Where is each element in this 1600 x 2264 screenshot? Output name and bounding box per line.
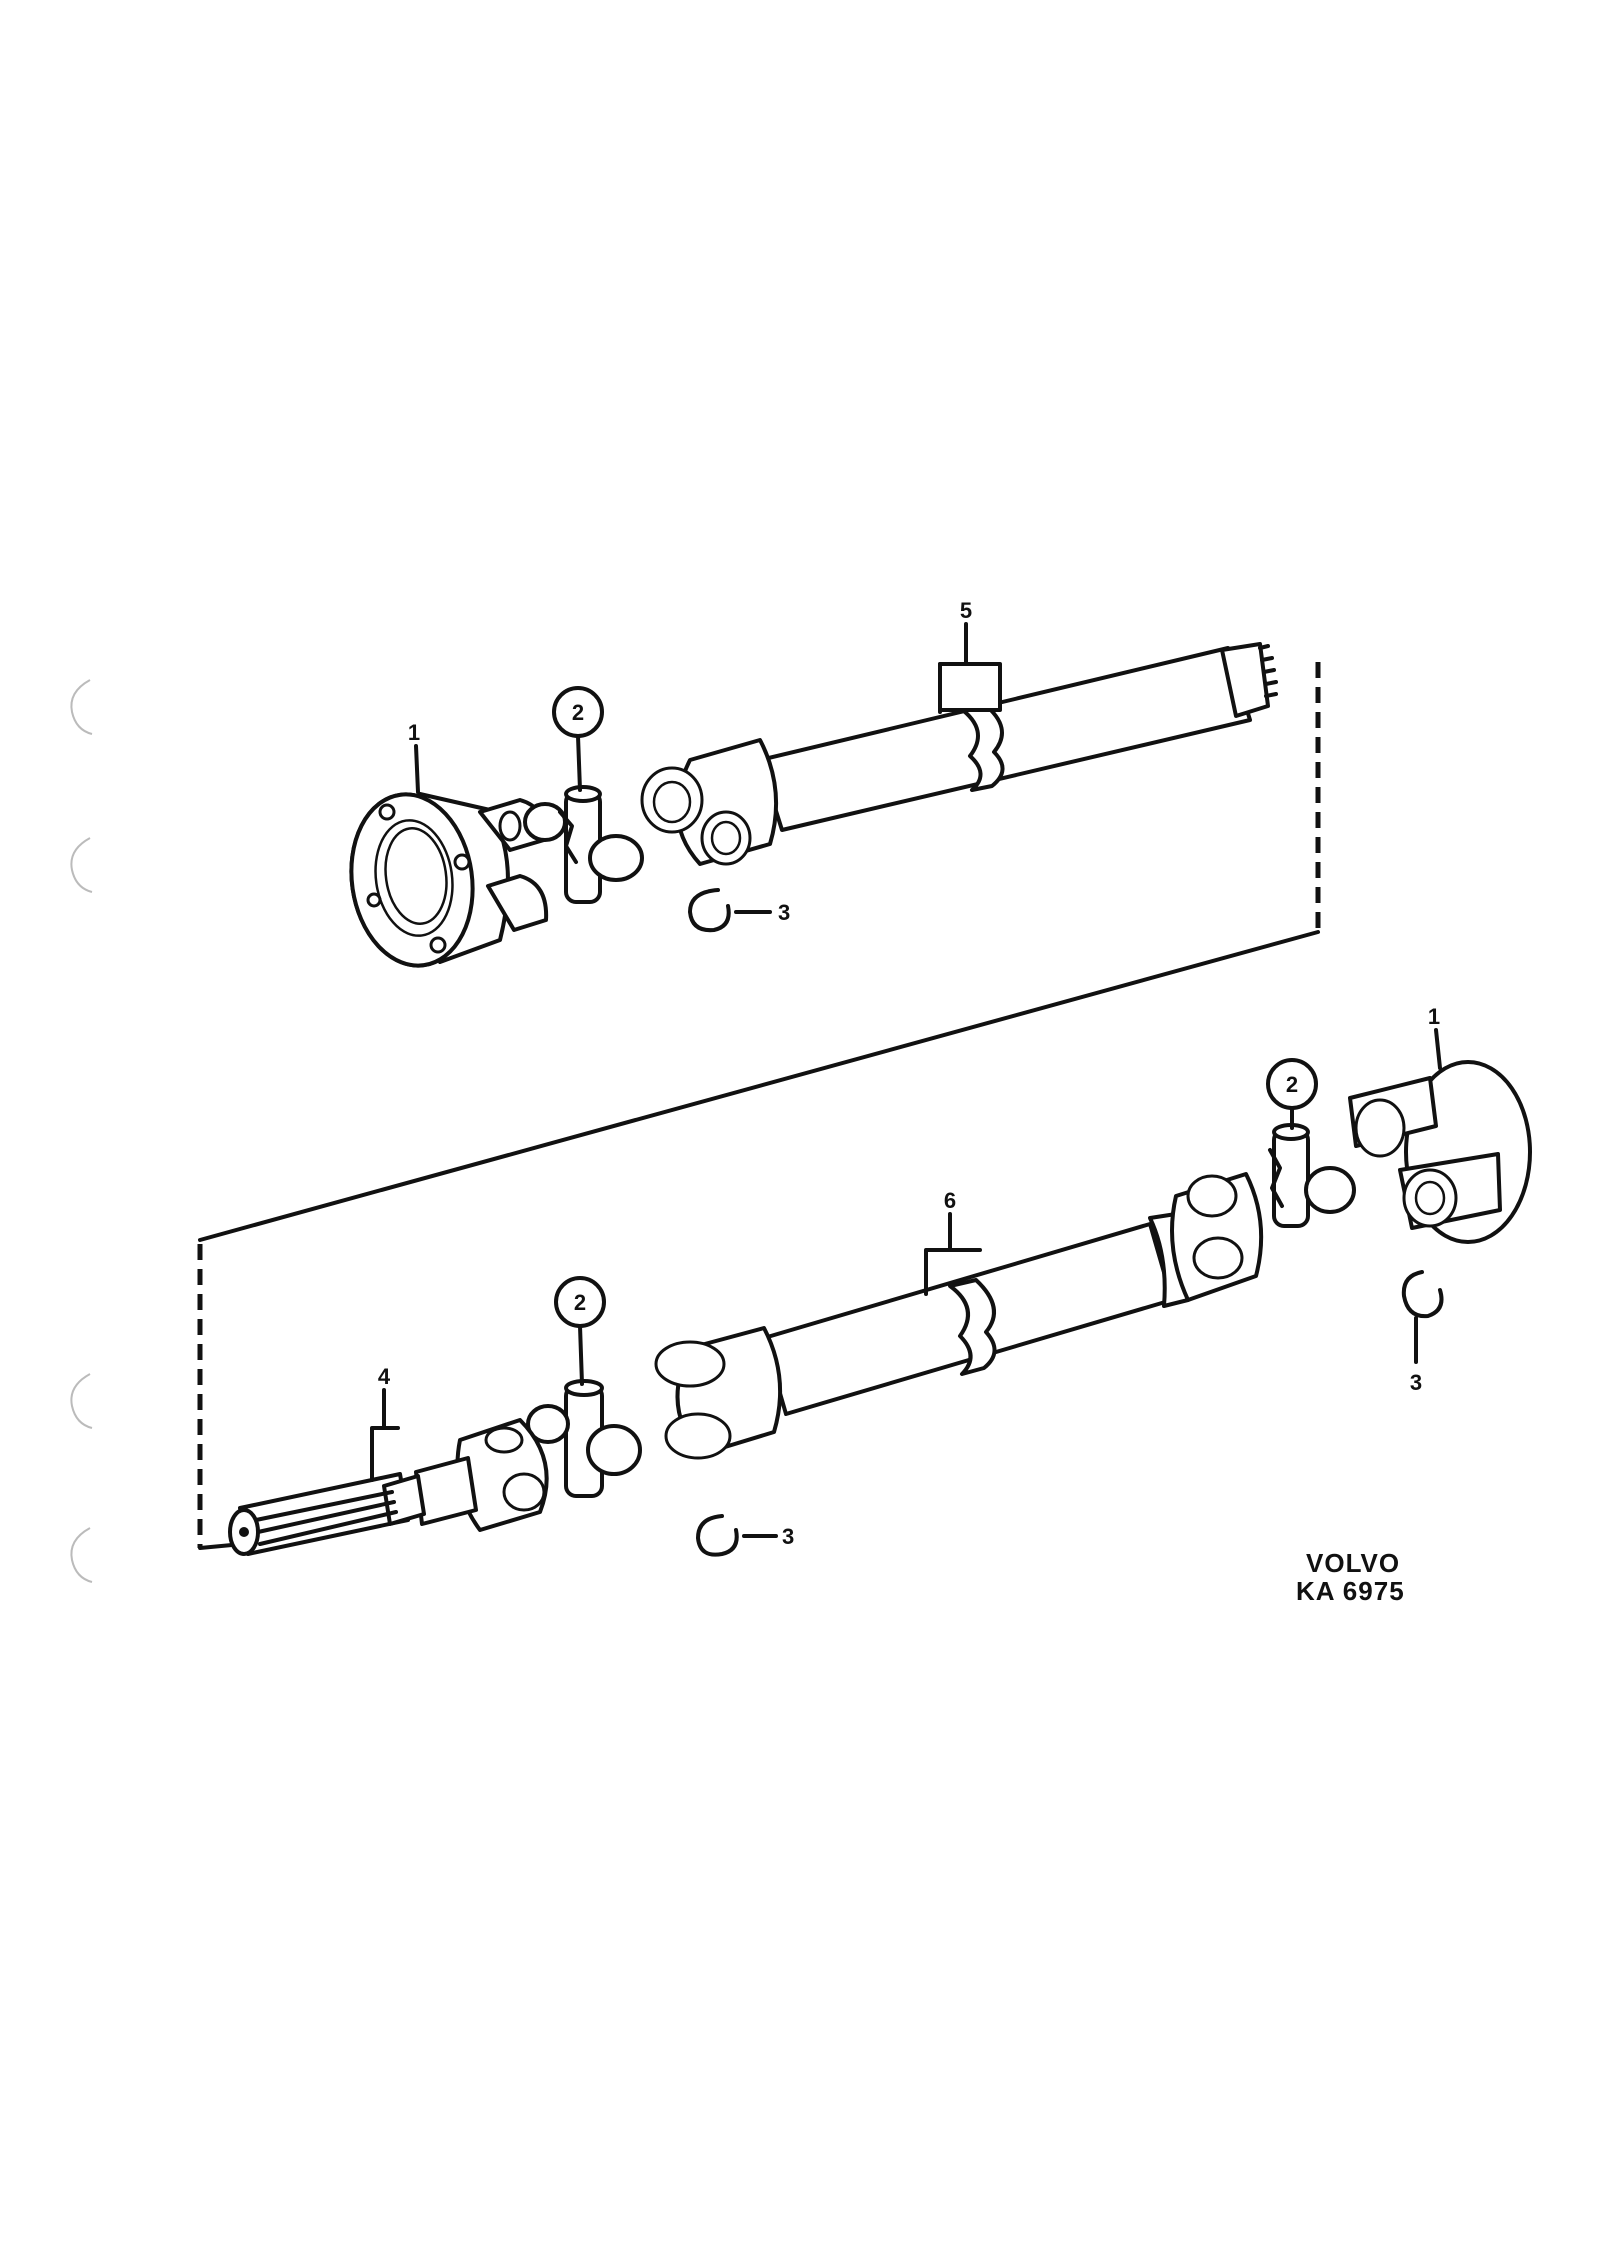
callout-label: 4 — [378, 1364, 391, 1389]
callout-bottom-circlip-right: 3 — [1410, 1370, 1422, 1395]
callout-top-flange: 1 — [408, 720, 420, 794]
callout-label: 3 — [782, 1524, 794, 1549]
callout-top-cross: 2 — [552, 686, 604, 792]
bottom-flange-yoke — [1348, 1060, 1532, 1244]
callout-label: 2 — [1286, 1072, 1298, 1097]
callout-bottom-cross-right: 2 — [1266, 1058, 1318, 1130]
top-universal-joint-cross — [523, 785, 644, 904]
callout-top-circlip: 3 — [778, 900, 790, 925]
callout-label: 3 — [778, 900, 790, 925]
top-shaft-tube — [640, 642, 1278, 866]
callout-label: 3 — [1410, 1370, 1422, 1395]
callout-label: 1 — [1428, 1004, 1440, 1029]
callout-label: 1 — [408, 720, 420, 745]
bottom-stub-yoke — [228, 1418, 549, 1556]
bottom-shaft-tube — [654, 1172, 1264, 1460]
bottom-universal-joint-cross-left — [526, 1379, 642, 1498]
callout-bottom-cross-left: 2 — [554, 1276, 606, 1386]
bottom-universal-joint-cross-right — [1268, 1123, 1356, 1228]
drawing-reference: VOLVO KA 6975 — [1296, 1548, 1405, 1606]
callout-bottom-stub: 4 — [370, 1364, 400, 1482]
bottom-circlip-left — [696, 1514, 778, 1557]
top-flange-yoke — [349, 792, 549, 968]
callout-bottom-shaft: 6 — [924, 1188, 982, 1296]
binder-hole-marks — [70, 679, 93, 1583]
assembly-frame — [197, 662, 1321, 1550]
callout-bottom-circlip-left: 3 — [782, 1524, 794, 1549]
callout-label: 5 — [960, 598, 972, 623]
drawing-code: KA 6975 — [1296, 1576, 1405, 1606]
brand-label: VOLVO — [1306, 1548, 1400, 1578]
callout-label: 6 — [944, 1188, 956, 1213]
callout-bottom-flange: 1 — [1428, 1004, 1442, 1070]
callout-top-shaft: 5 — [938, 598, 998, 714]
top-circlip — [688, 888, 772, 933]
callout-label: 2 — [572, 700, 584, 725]
bottom-circlip-right — [1401, 1270, 1444, 1364]
callout-label: 2 — [574, 1290, 586, 1315]
